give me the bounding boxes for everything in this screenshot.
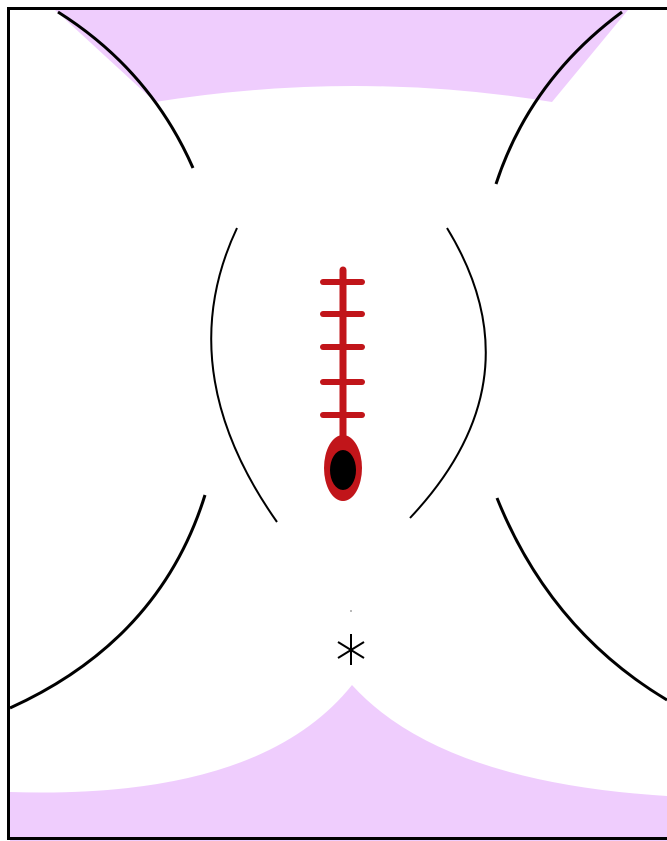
marker-dot [350,610,352,612]
opening-center [330,450,356,490]
